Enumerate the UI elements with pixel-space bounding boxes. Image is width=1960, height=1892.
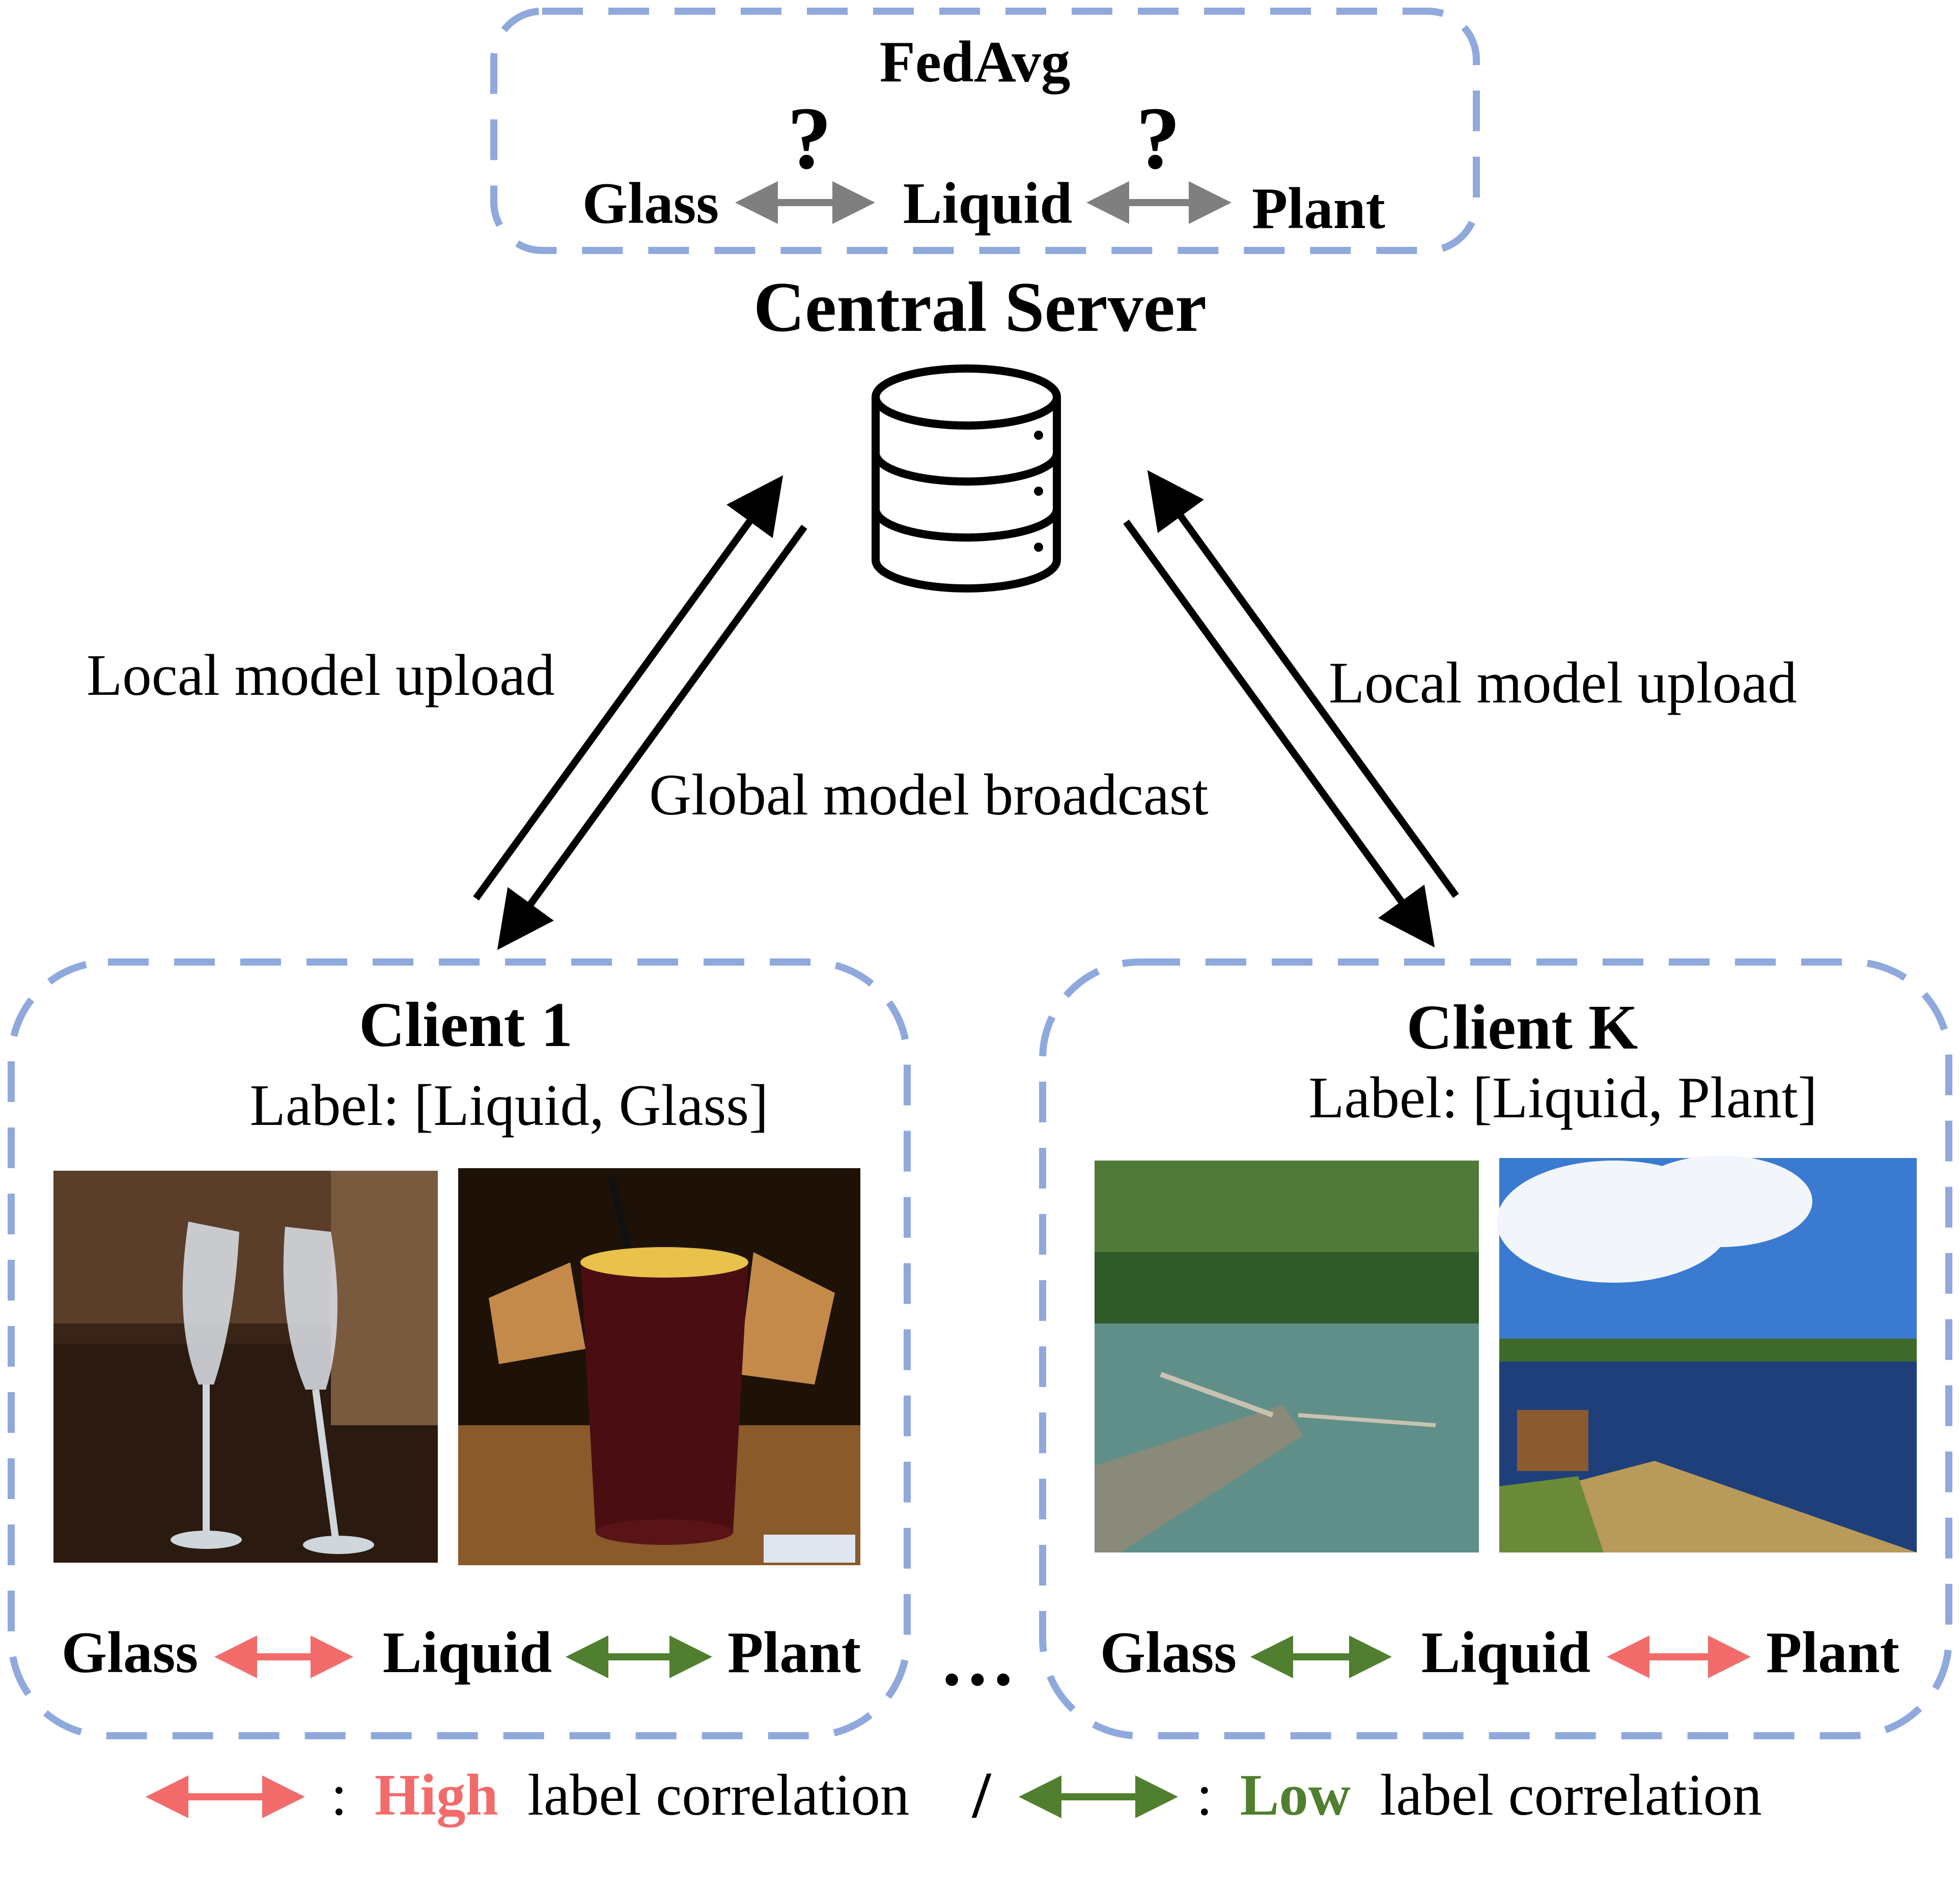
ellipsis: … <box>939 1617 1016 1702</box>
clientK-box <box>1039 958 1952 1739</box>
client1-label-plant: Plant <box>727 1620 861 1685</box>
server-question-left: ? <box>787 89 832 187</box>
legend-high-rest: label correlation <box>513 1763 909 1827</box>
server-question-right: ? <box>1136 89 1181 187</box>
broadcast-label: Global model broadcast <box>649 763 1209 827</box>
client1-box <box>8 958 911 1739</box>
clientK-label-text: Label: [Liquid, Plant] <box>1308 1065 1817 1130</box>
server-label-liquid: Liquid <box>903 171 1072 236</box>
lake-bench-photo <box>1497 1155 1917 1552</box>
server-label-glass: Glass <box>582 171 719 236</box>
legend-low-word: Low <box>1240 1763 1351 1827</box>
server-algorithm-title: FedAvg <box>880 30 1071 94</box>
clientK-label-glass: Glass <box>1100 1620 1237 1685</box>
legend-slash: / <box>971 1759 992 1832</box>
cocktail-glass-photo <box>458 1168 860 1565</box>
left-upload-label: Local model upload <box>87 643 555 708</box>
legend-high-separator: : <box>331 1763 347 1827</box>
server-label-plant: Plant <box>1252 176 1385 241</box>
server-title: Central Server <box>753 268 1207 347</box>
right-broadcast-arrow <box>1123 519 1435 948</box>
legend-low-separator: : <box>1196 1763 1213 1827</box>
left-broadcast-arrow <box>497 524 807 950</box>
forest-lake-log-photo <box>1095 1161 1479 1552</box>
legend-low-rest: label correlation <box>1365 1763 1762 1827</box>
database-icon <box>872 364 1061 592</box>
legend-high-word: High <box>375 1763 498 1827</box>
clientK-title: Client K <box>1407 993 1638 1063</box>
server-box <box>490 8 1480 254</box>
left-upload-arrow <box>473 475 783 901</box>
client1-label-glass: Glass <box>62 1620 198 1685</box>
legend-low-text: : Low label correlation <box>1196 1763 1762 1827</box>
right-upload-label: Local model upload <box>1329 651 1797 715</box>
legend-high-text: : High label correlation <box>331 1763 909 1827</box>
clientK-label-liquid: Liquid <box>1421 1620 1590 1685</box>
right-upload-arrow <box>1147 470 1459 898</box>
clientK-label-plant: Plant <box>1766 1620 1899 1685</box>
client1-label-text: Label: [Liquid, Glass] <box>250 1073 769 1138</box>
client1-label-liquid: Liquid <box>383 1620 552 1685</box>
champagne-glasses-photo <box>53 1171 438 1563</box>
client1-title: Client 1 <box>359 990 573 1060</box>
